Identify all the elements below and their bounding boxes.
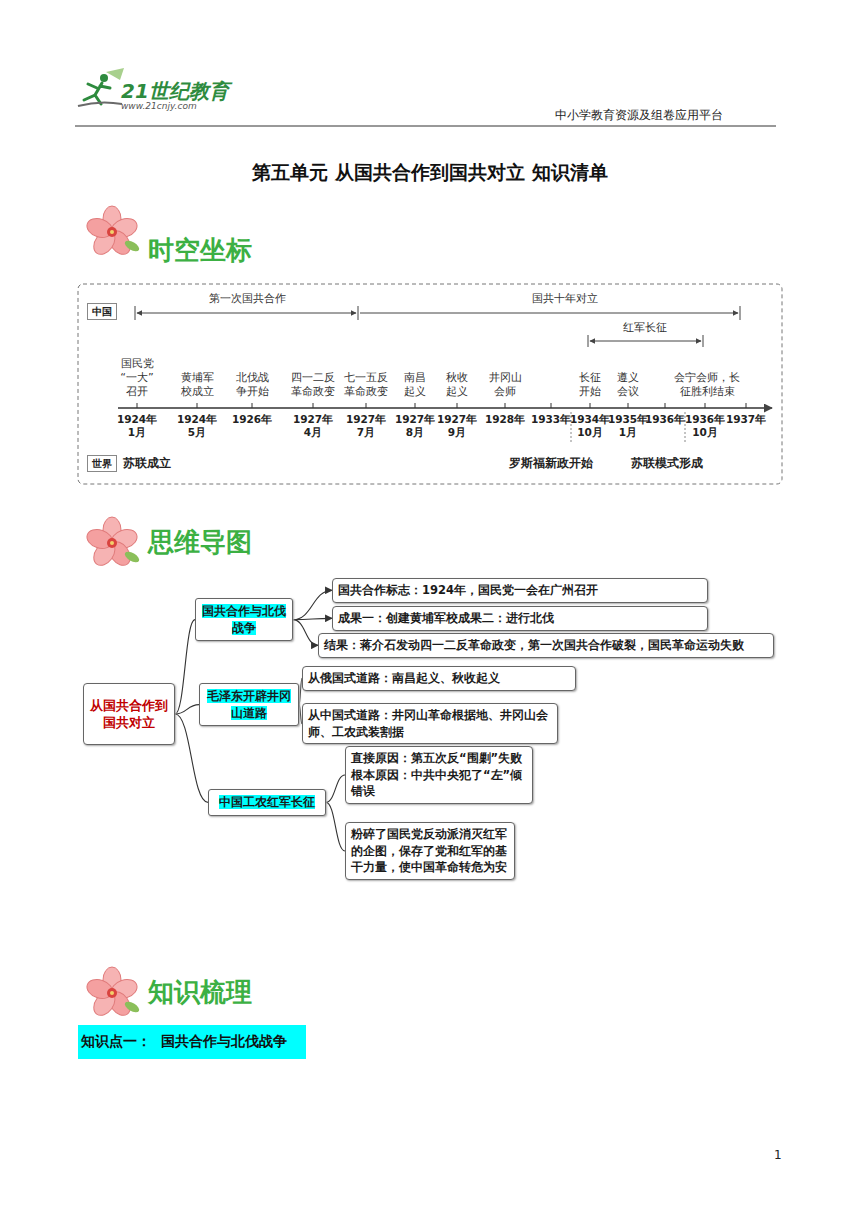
event-label: 井冈山 会师 (470, 371, 540, 399)
leaf-box: 国共合作标志：1924年，国民党一会在广州召开 (332, 578, 708, 603)
axis-tick (197, 403, 198, 408)
node-text: 从国共合作到 国共对立 (89, 697, 169, 732)
event-label: 长征 开始 (555, 371, 625, 399)
axis-tick (705, 403, 706, 408)
event-label: 黄埔军 校成立 (162, 371, 232, 399)
date-label: 1933年 (529, 413, 573, 426)
region-tag: 中国 (87, 303, 117, 320)
node-text: 结果：蒋介石发动四一二反革命政变，第一次国共合作破裂，国民革命运动失败 (324, 637, 768, 654)
root-box: 从国共合作到 国共对立 (83, 683, 175, 745)
axis-tick (313, 403, 314, 408)
period-label: 第一次国共合作 (206, 292, 289, 306)
axis-tick (665, 403, 666, 408)
node-text: 成果一：创建黄埔军校成果二：进行北伐 (338, 610, 702, 627)
header-rule (75, 126, 776, 127)
date-label: 1926年 (230, 413, 274, 426)
date-label: 1927年 9月 (435, 413, 479, 439)
leaf-box: 成果一：创建黄埔军校成果二：进行北伐 (332, 606, 708, 631)
world-event: 罗斯福新政开始 (509, 456, 593, 470)
node-text: 国共合作标志：1924年，国民党一会在广州召开 (338, 582, 702, 599)
leaf-box: 粉碎了国民党反动派消灭红军 的企图，保存了党和红军的基 干力量，使中国革命转危为… (345, 822, 515, 880)
axis-tick (590, 403, 591, 408)
node-text: 从俄国式道路：南昌起义、秋收起义 (308, 670, 570, 687)
axis-tick (415, 403, 416, 408)
connector (293, 590, 332, 619)
event-label: 四一二反 革命政变 (278, 371, 348, 399)
timeline-axis (118, 403, 772, 442)
timeline-frame (78, 284, 782, 484)
connector (175, 705, 199, 714)
date-label: 1928年 (483, 413, 527, 426)
connector (175, 620, 195, 714)
branch-title: 国共合作与北伐 战争 (202, 604, 286, 635)
date-label: 1927年 7月 (344, 413, 388, 439)
connector (326, 802, 345, 851)
world-event: 苏联成立 (123, 456, 171, 470)
date-label: 1935年 1月 (606, 413, 650, 439)
axis-tick (746, 403, 747, 408)
leaf-box: 直接原因：第五次反“围剿”失败根本原因：中共中央犯了“左”倾 错误 (345, 746, 533, 804)
axis-tick (252, 403, 253, 408)
node-text: 知识点一： 国共合作与北伐战争 (81, 1033, 303, 1051)
date-label: 1924年 5月 (175, 413, 219, 439)
event-label: 秋收 起义 (422, 371, 492, 399)
header-text: 中小学教育资源及组卷应用平台 (555, 108, 723, 123)
world-event: 苏联模式形成 (631, 456, 703, 470)
branch-box: 毛泽东开辟井冈 山道路 (199, 683, 299, 726)
branch-title: 中国工农红军长征 (219, 795, 315, 809)
date-label: 1927年 4月 (291, 413, 335, 439)
date-label: 1937年 (724, 413, 768, 426)
leaf-box: 从俄国式道路：南昌起义、秋收起义 (302, 666, 576, 691)
logo-url: www.21cnjy.com (121, 101, 197, 112)
branch-box: 中国工农红军长征 (208, 789, 326, 816)
axis-tick (551, 403, 552, 408)
date-label: 1936年 (643, 413, 687, 426)
branch-box: 国共合作与北伐 战争 (195, 598, 293, 641)
section-heading: 知识梳理 (148, 976, 252, 1009)
connector (326, 775, 345, 802)
page-number: 1 (774, 1148, 782, 1163)
region-tag: 世界 (87, 455, 117, 472)
logo-text: 21世纪教育 (121, 79, 229, 104)
logo-figure (78, 68, 124, 106)
node-text: 从中国式道路：井冈山革命根据地、井冈山会 师、工农武装割据 (308, 707, 552, 740)
axis-tick (628, 403, 629, 408)
connector (175, 714, 208, 802)
leaf-box: 从中国式道路：井冈山革命根据地、井冈山会 师、工农武装割据 (302, 703, 558, 744)
axis-tick (505, 403, 506, 408)
knowledge-point-band: 知识点一： 国共合作与北伐战争 (78, 1025, 306, 1059)
connector (293, 620, 318, 646)
node-text: 粉碎了国民党反动派消灭红军 的企图，保存了党和红军的基 干力量，使中国革命转危为… (351, 826, 509, 876)
event-label: 北伐战 争开始 (217, 371, 287, 399)
date-label: 1936年 10月 (683, 413, 727, 439)
flower-icon (84, 206, 140, 258)
axis-tick (366, 403, 367, 408)
node-text: 根本原因：中共中央犯了“左”倾 错误 (351, 767, 527, 800)
node-text: 直接原因：第五次反“围剿”失败 (351, 750, 527, 767)
axis-tick (457, 403, 458, 408)
flower-icon (84, 967, 140, 1019)
date-label: 1934年 10月 (568, 413, 612, 439)
section-heading: 时空坐标 (148, 234, 252, 267)
flower-icon (84, 517, 140, 569)
node-text: 中国 (90, 305, 114, 318)
node-text: 世界 (90, 457, 114, 470)
page-title: 第五单元 从国共合作到国共对立 知识清单 (0, 160, 860, 186)
event-label: 会宁会师，长 征胜利结束 (672, 371, 742, 399)
axis-tick (137, 403, 138, 408)
event-label: 遵义 会议 (593, 371, 663, 399)
period-label: 红军长征 (620, 321, 670, 335)
branch-title: 毛泽东开辟井冈 山道路 (207, 689, 291, 720)
date-label: 1927年 8月 (393, 413, 437, 439)
event-label: 南昌 起义 (380, 371, 450, 399)
period-label: 国共十年对立 (529, 292, 601, 306)
event-label: 七一五反 革命政变 (331, 371, 401, 399)
section-heading: 思维导图 (148, 526, 252, 559)
date-label: 1924年 1月 (115, 413, 159, 439)
period-brackets (135, 306, 740, 347)
event-label: 国民党 “一大” 召开 (102, 357, 172, 398)
connector (293, 618, 332, 619)
leaf-box: 结果：蒋介石发动四一二反革命政变，第一次国共合作破裂，国民革命运动失败 (318, 633, 774, 658)
